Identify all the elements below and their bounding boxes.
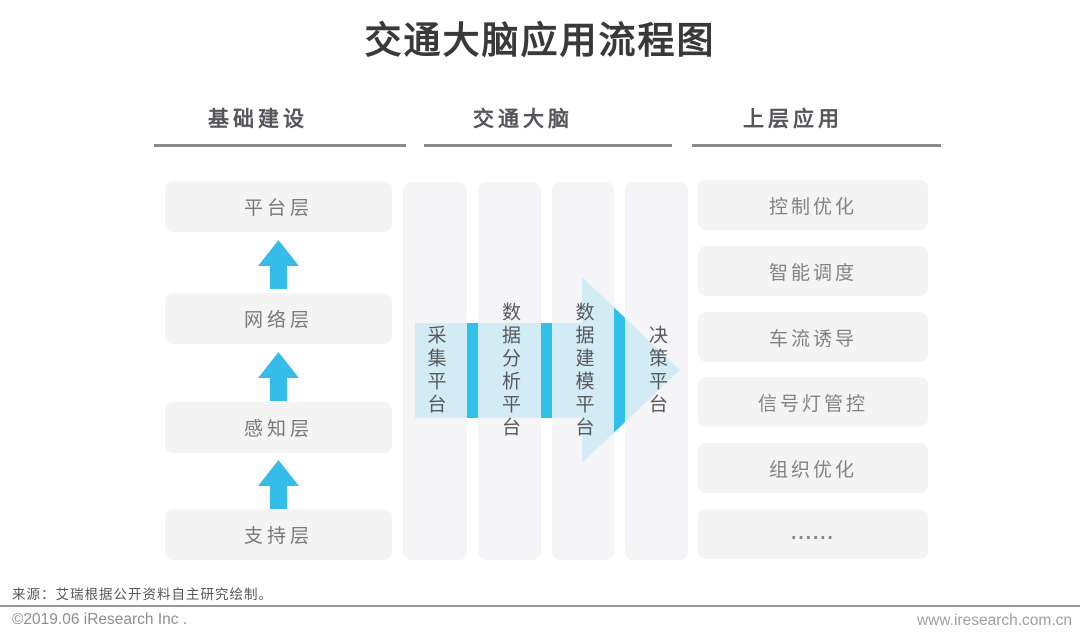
underline-infrastructure	[154, 144, 406, 147]
platform-label: 数据分析平台	[499, 302, 520, 440]
app-box-intelligent-dispatch: 智能调度	[698, 246, 928, 296]
layer-label: 网络层	[243, 310, 313, 331]
platform-bar-decision: 决策平台	[625, 182, 688, 560]
underline-applications	[692, 144, 941, 147]
app-box-control-optimization: 控制优化	[698, 180, 928, 230]
platform-bar-collection: 采集平台	[403, 182, 467, 560]
traffic-brain-flow: 采集平台 数据分析平台 数据建模平台 决策平台	[403, 182, 688, 560]
app-label: 智能调度	[768, 262, 857, 284]
app-box-organization-optimization: 组织优化	[698, 443, 928, 493]
footer-divider	[0, 605, 1080, 607]
app-label: 信号灯管控	[757, 393, 868, 415]
column-header-infrastructure: 基础建设	[208, 108, 308, 131]
layer-box-platform: 平台层	[165, 181, 392, 232]
platform-label: 数据建模平台	[572, 302, 594, 440]
platform-bar-data-analysis: 数据分析平台	[478, 182, 541, 560]
up-arrow-icon	[258, 460, 299, 509]
layer-box-support: 支持层	[165, 509, 392, 560]
ellipsis-label: ......	[791, 523, 835, 544]
underline-traffic-brain	[424, 144, 672, 147]
column-header-applications: 上层应用	[743, 108, 843, 131]
footer-website: www.iresearch.com.cn	[916, 612, 1072, 629]
app-label: 组织优化	[768, 459, 857, 481]
app-label: 车流诱导	[768, 328, 857, 350]
app-box-signal-control: 信号灯管控	[698, 377, 928, 427]
up-arrow-icon	[258, 240, 299, 289]
page-title: 交通大脑应用流程图	[364, 20, 716, 61]
platform-label: 决策平台	[646, 325, 667, 417]
layer-box-network: 网络层	[165, 293, 392, 344]
layer-label: 支持层	[243, 526, 313, 547]
app-box-ellipsis: ......	[698, 509, 928, 559]
platform-bar-data-modeling: 数据建模平台	[552, 182, 614, 560]
app-label: 控制优化	[768, 196, 857, 218]
layer-label: 感知层	[243, 419, 313, 440]
footer-source-note: 来源：艾瑞根据公开资料自主研究绘制。	[12, 587, 273, 602]
up-arrow-icon	[258, 352, 299, 401]
layer-label: 平台层	[243, 198, 313, 219]
layer-box-perception: 感知层	[165, 402, 392, 453]
footer-copyright: ©2019.06 iResearch Inc .	[12, 611, 188, 628]
app-box-traffic-guidance: 车流诱导	[698, 312, 928, 362]
platform-label: 采集平台	[424, 325, 446, 417]
column-header-traffic-brain: 交通大脑	[473, 108, 573, 131]
